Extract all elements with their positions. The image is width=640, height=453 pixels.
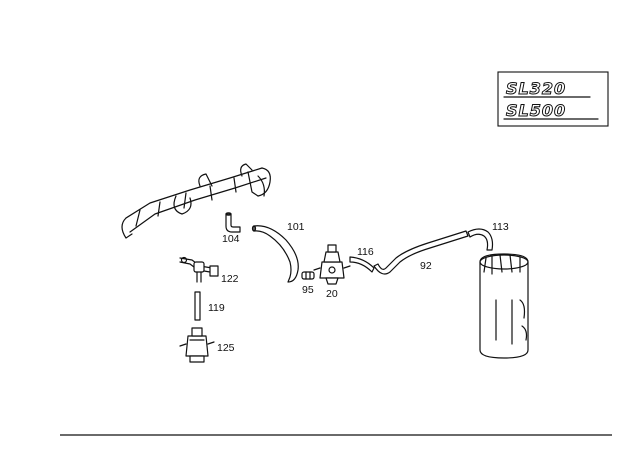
hose-101 — [253, 225, 299, 283]
hose-119 — [194, 291, 201, 321]
callout-20: 20 — [326, 288, 338, 300]
hose-113 — [467, 228, 494, 251]
callout-104: 104 — [222, 233, 240, 245]
callout-125: 125 — [217, 342, 235, 354]
callout-122: 122 — [221, 273, 239, 285]
hose-116 — [349, 256, 375, 273]
callout-113: 113 — [492, 221, 509, 233]
badge-frame — [497, 71, 609, 127]
charcoal-canister — [479, 253, 529, 359]
badge-sl500: SL500 — [506, 101, 566, 120]
connector-95 — [301, 271, 315, 280]
callout-119: 119 — [208, 302, 225, 314]
callout-101: 101 — [287, 221, 305, 233]
callout-95: 95 — [302, 284, 314, 296]
hose-92 — [373, 230, 469, 275]
solenoid-valve-125 — [179, 327, 215, 363]
tee-fitting-122 — [179, 256, 219, 283]
switchover-valve-20 — [313, 244, 351, 285]
callout-116: 116 — [357, 246, 374, 258]
elbow-hose-104 — [225, 213, 241, 233]
model-badge: SL320 SL500 — [497, 71, 609, 127]
vacuum-rail-assembly — [121, 163, 271, 239]
badge-sl320: SL320 — [506, 79, 566, 98]
callout-92: 92 — [420, 260, 432, 272]
